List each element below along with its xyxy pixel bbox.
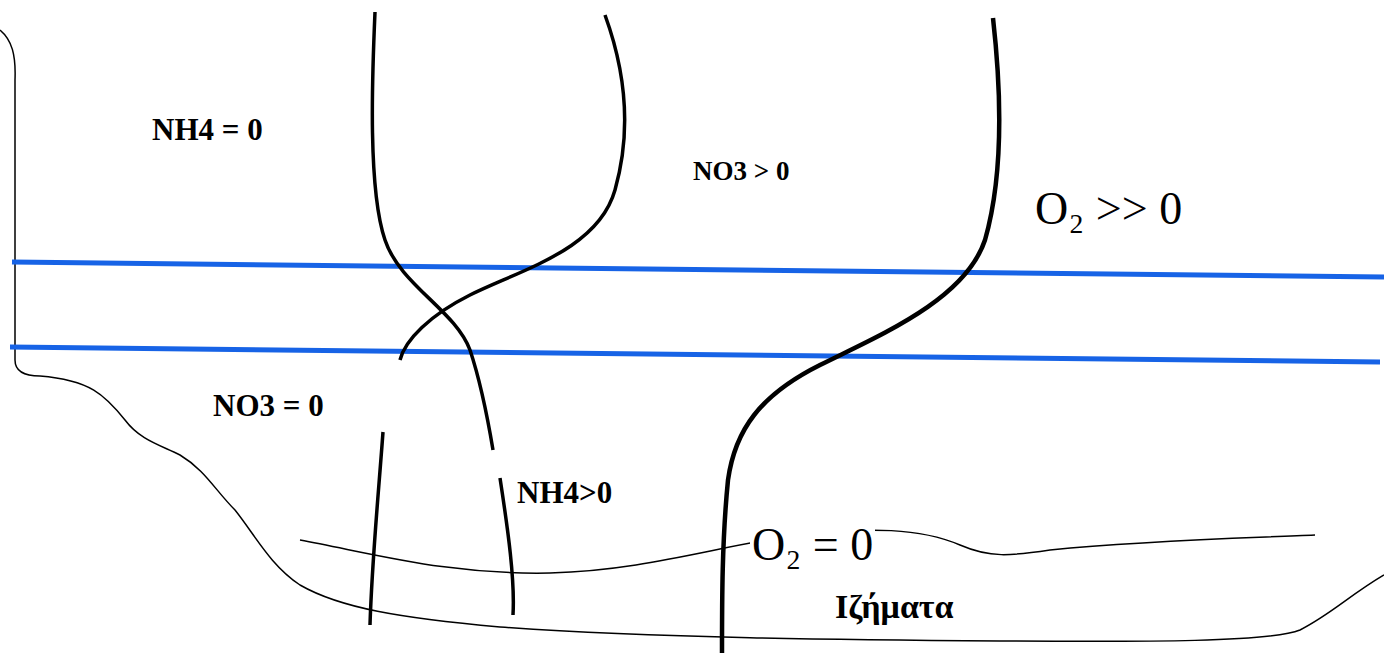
nitrate-profile [400,15,625,360]
nitrate-label: NO3 = 0 [211,390,326,421]
ammonium-profile [372,12,493,450]
oxygen-profile [722,18,999,653]
oxygen-label: O₂ = 0 [750,522,875,568]
layer-line [10,347,1380,362]
oxygen-label: O₂ >> 0 [1033,186,1184,232]
nitrate-label: NO3 > 0 [691,158,791,185]
lake-outline [0,30,1384,641]
ammonium-profile [500,478,513,615]
ammonium-label: NH4 = 0 [150,114,265,145]
sediment-label: Ιζήματα [833,590,956,624]
nitrate-profile [370,432,383,625]
layer-line [12,262,1384,277]
ammonium-label: NH4>0 [515,477,614,508]
